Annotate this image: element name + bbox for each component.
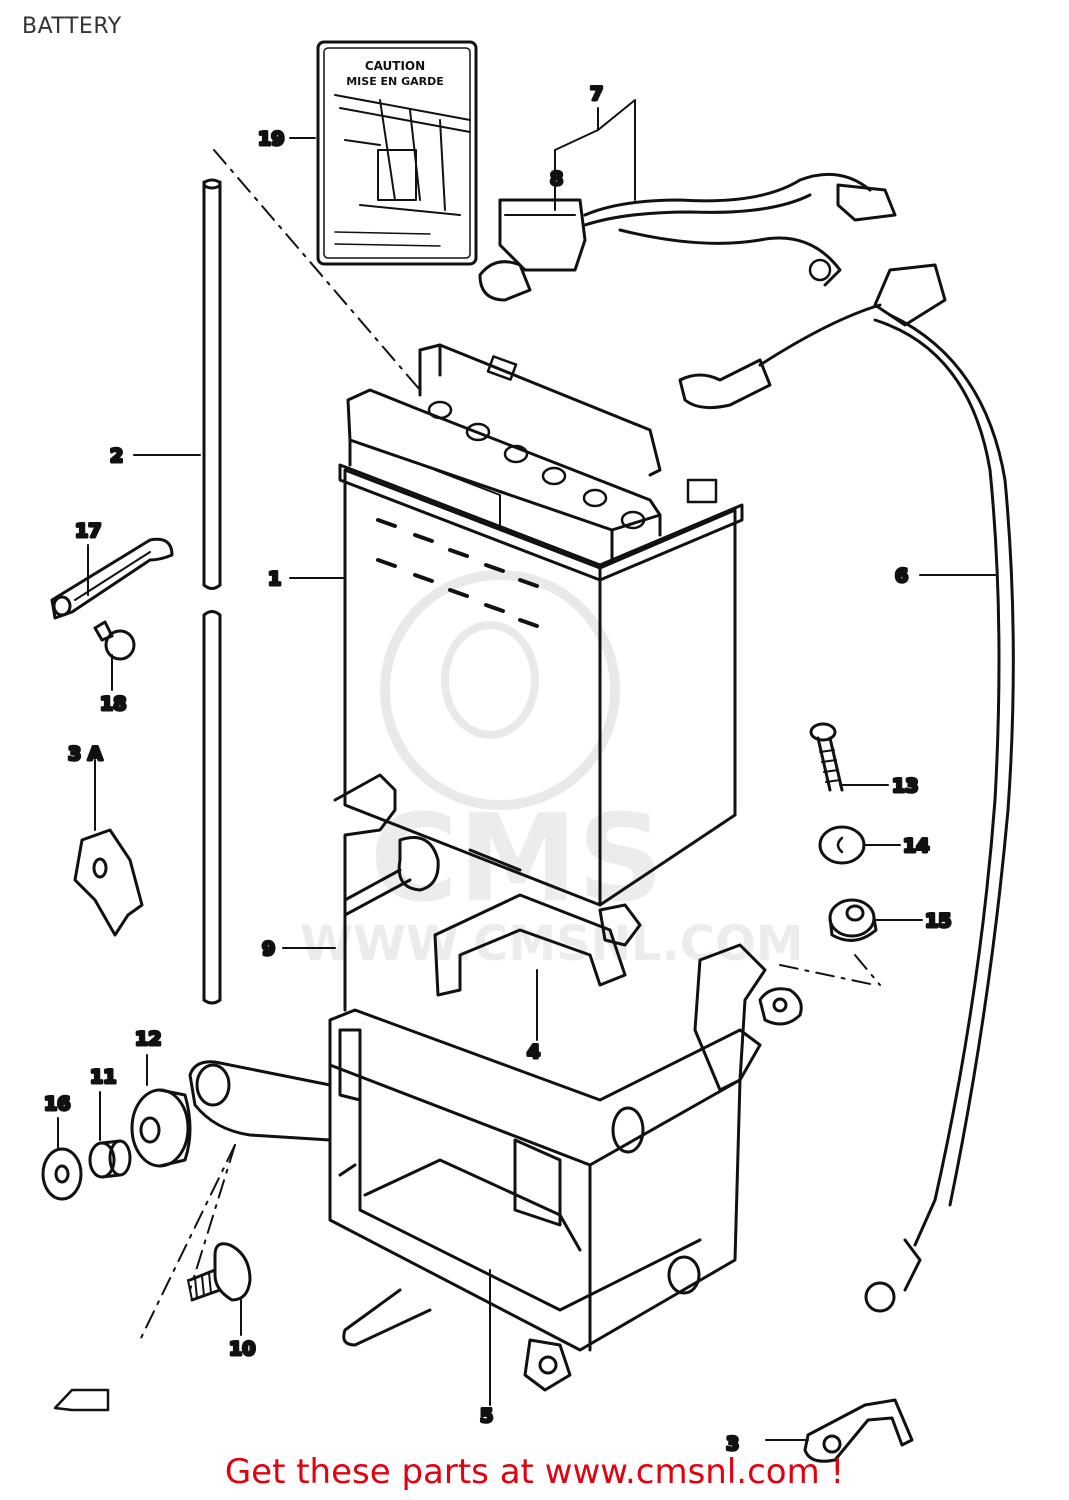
battery-strap-part-4[interactable] — [433, 893, 642, 997]
callout-6: 6 — [895, 565, 908, 587]
callout-18: 18 — [100, 693, 126, 715]
caution-label-line2: MISE EN GARDE — [346, 75, 444, 88]
collar-part-11[interactable] — [88, 1139, 132, 1179]
battery-case-part-5[interactable] — [328, 943, 803, 1392]
clamp-part-17[interactable] — [50, 537, 174, 620]
caution-label-part-19[interactable]: CAUTION MISE EN GARDE — [316, 40, 478, 266]
clamp-part-3a[interactable] — [73, 828, 144, 937]
cmsnl-parts-link[interactable]: Get these parts at www.cmsnl.com ! — [224, 1452, 845, 1492]
bolt-part-10[interactable] — [187, 1242, 252, 1302]
callout-3a: 3 A — [68, 743, 103, 765]
callout-16: 16 — [44, 1093, 70, 1115]
callout-leaders — [57, 99, 996, 1441]
washer-part-16[interactable] — [41, 1147, 83, 1201]
watermark: CMS WWW.CMSNL.COM — [300, 570, 804, 972]
callout-3: 3 — [726, 1433, 739, 1455]
washer-part-14[interactable] — [818, 825, 866, 865]
callout-15: 15 — [925, 910, 951, 932]
screw-part-18[interactable] — [93, 620, 136, 661]
negative-lead-part-6[interactable] — [678, 263, 1015, 1313]
watermark-url-text: WWW.CMSNL.COM — [300, 916, 804, 972]
bracket-lug[interactable] — [188, 1060, 332, 1142]
callout-5: 5 — [480, 1405, 493, 1427]
vent-tube-part-2[interactable] — [202, 178, 222, 1005]
watermark-logo-text: CMS — [370, 790, 664, 929]
callout-8: 8 — [550, 168, 563, 190]
callout-13: 13 — [892, 775, 918, 797]
callout-2: 2 — [110, 445, 123, 467]
callout-19: 19 — [258, 128, 284, 150]
callout-17: 17 — [75, 520, 101, 542]
callout-10: 10 — [229, 1338, 255, 1360]
callout-numbers: 1 2 3 3 A 4 5 6 7 8 9 10 11 12 13 14 15 … — [43, 82, 953, 1457]
screw-part-13[interactable] — [809, 722, 844, 792]
callout-4: 4 — [527, 1041, 540, 1063]
callout-12: 12 — [135, 1028, 161, 1050]
grommet-part-12[interactable] — [130, 1088, 192, 1168]
callout-11: 11 — [90, 1066, 116, 1088]
page-title: BATTERY — [22, 14, 122, 39]
holder-plate-part-9[interactable] — [333, 773, 522, 1012]
caution-label-line1: CAUTION — [365, 59, 425, 73]
callout-1: 1 — [268, 568, 281, 590]
assembly-leader-lines — [139, 954, 881, 1341]
front-arrow-icon — [53, 1388, 110, 1412]
battery-part-1[interactable] — [338, 343, 744, 907]
leader-line — [213, 149, 421, 391]
callout-14: 14 — [903, 835, 929, 857]
positive-lead-part-7[interactable] — [478, 172, 897, 302]
bracket-part-3[interactable] — [803, 1398, 914, 1463]
callout-7: 7 — [590, 83, 603, 105]
grommet-part-15[interactable] — [828, 898, 878, 942]
callout-9: 9 — [262, 938, 275, 960]
